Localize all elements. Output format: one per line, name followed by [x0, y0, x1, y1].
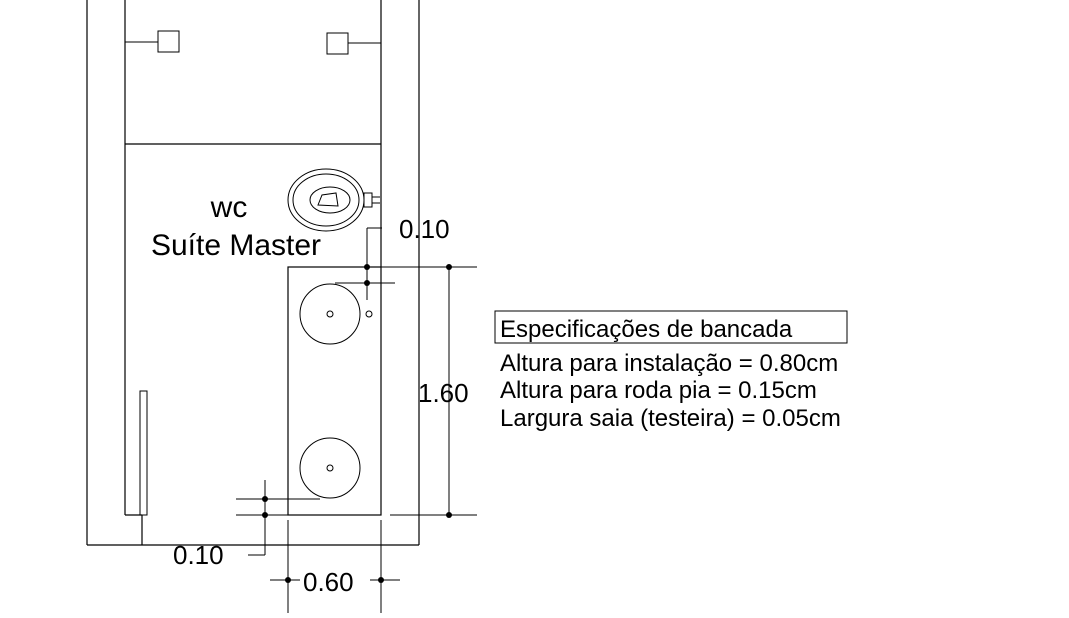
dimension-label-counter-length: 1.60	[418, 378, 469, 408]
toilet-icon	[287, 168, 380, 232]
room-label-name: Suíte Master	[151, 229, 321, 262]
dimension-counter-length	[381, 264, 477, 518]
glass-panel	[139, 390, 148, 516]
dimension-label-bottom-offset: 0.10	[173, 540, 224, 570]
wall-fixture-left	[125, 30, 180, 53]
spec-title: Especificações de bancada	[500, 316, 793, 343]
dimension-label-counter-width: 0.60	[303, 567, 354, 597]
dimension-top-offset	[335, 227, 395, 300]
dimension-bottom-offset	[236, 480, 320, 556]
sink-top-icon	[299, 283, 373, 345]
dimension-counter-width	[270, 520, 400, 613]
sink-bottom-icon	[299, 437, 361, 499]
room-label-wc: wc	[210, 191, 248, 224]
spec-line: Altura para instalação = 0.80cm	[500, 350, 838, 377]
spec-title-box	[494, 310, 848, 344]
dimension-label-top-offset: 0.10	[399, 214, 450, 244]
counter-outline	[287, 266, 382, 516]
wall-outline	[86, 0, 420, 546]
spec-line: Altura para roda pia = 0.15cm	[500, 377, 817, 404]
wall-fixture-right	[326, 32, 381, 55]
spec-line: Largura saia (testeira) = 0.05cm	[500, 405, 841, 432]
